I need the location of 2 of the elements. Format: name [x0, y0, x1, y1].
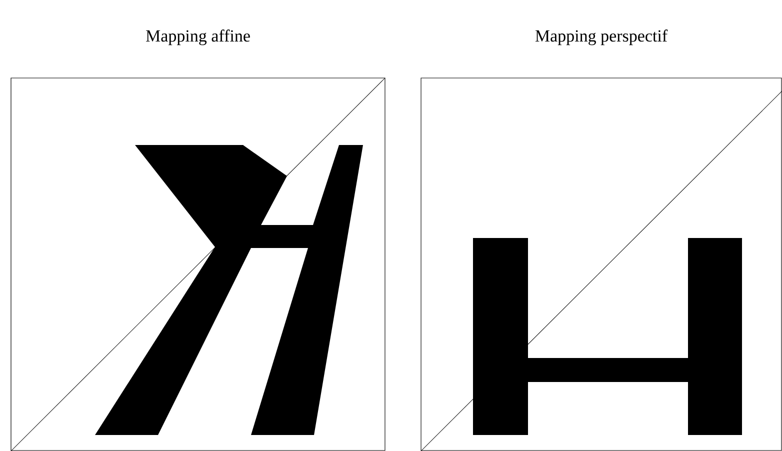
- panel-title: Mapping affine: [146, 30, 250, 46]
- panel-title: Mapping perspectif: [535, 30, 668, 46]
